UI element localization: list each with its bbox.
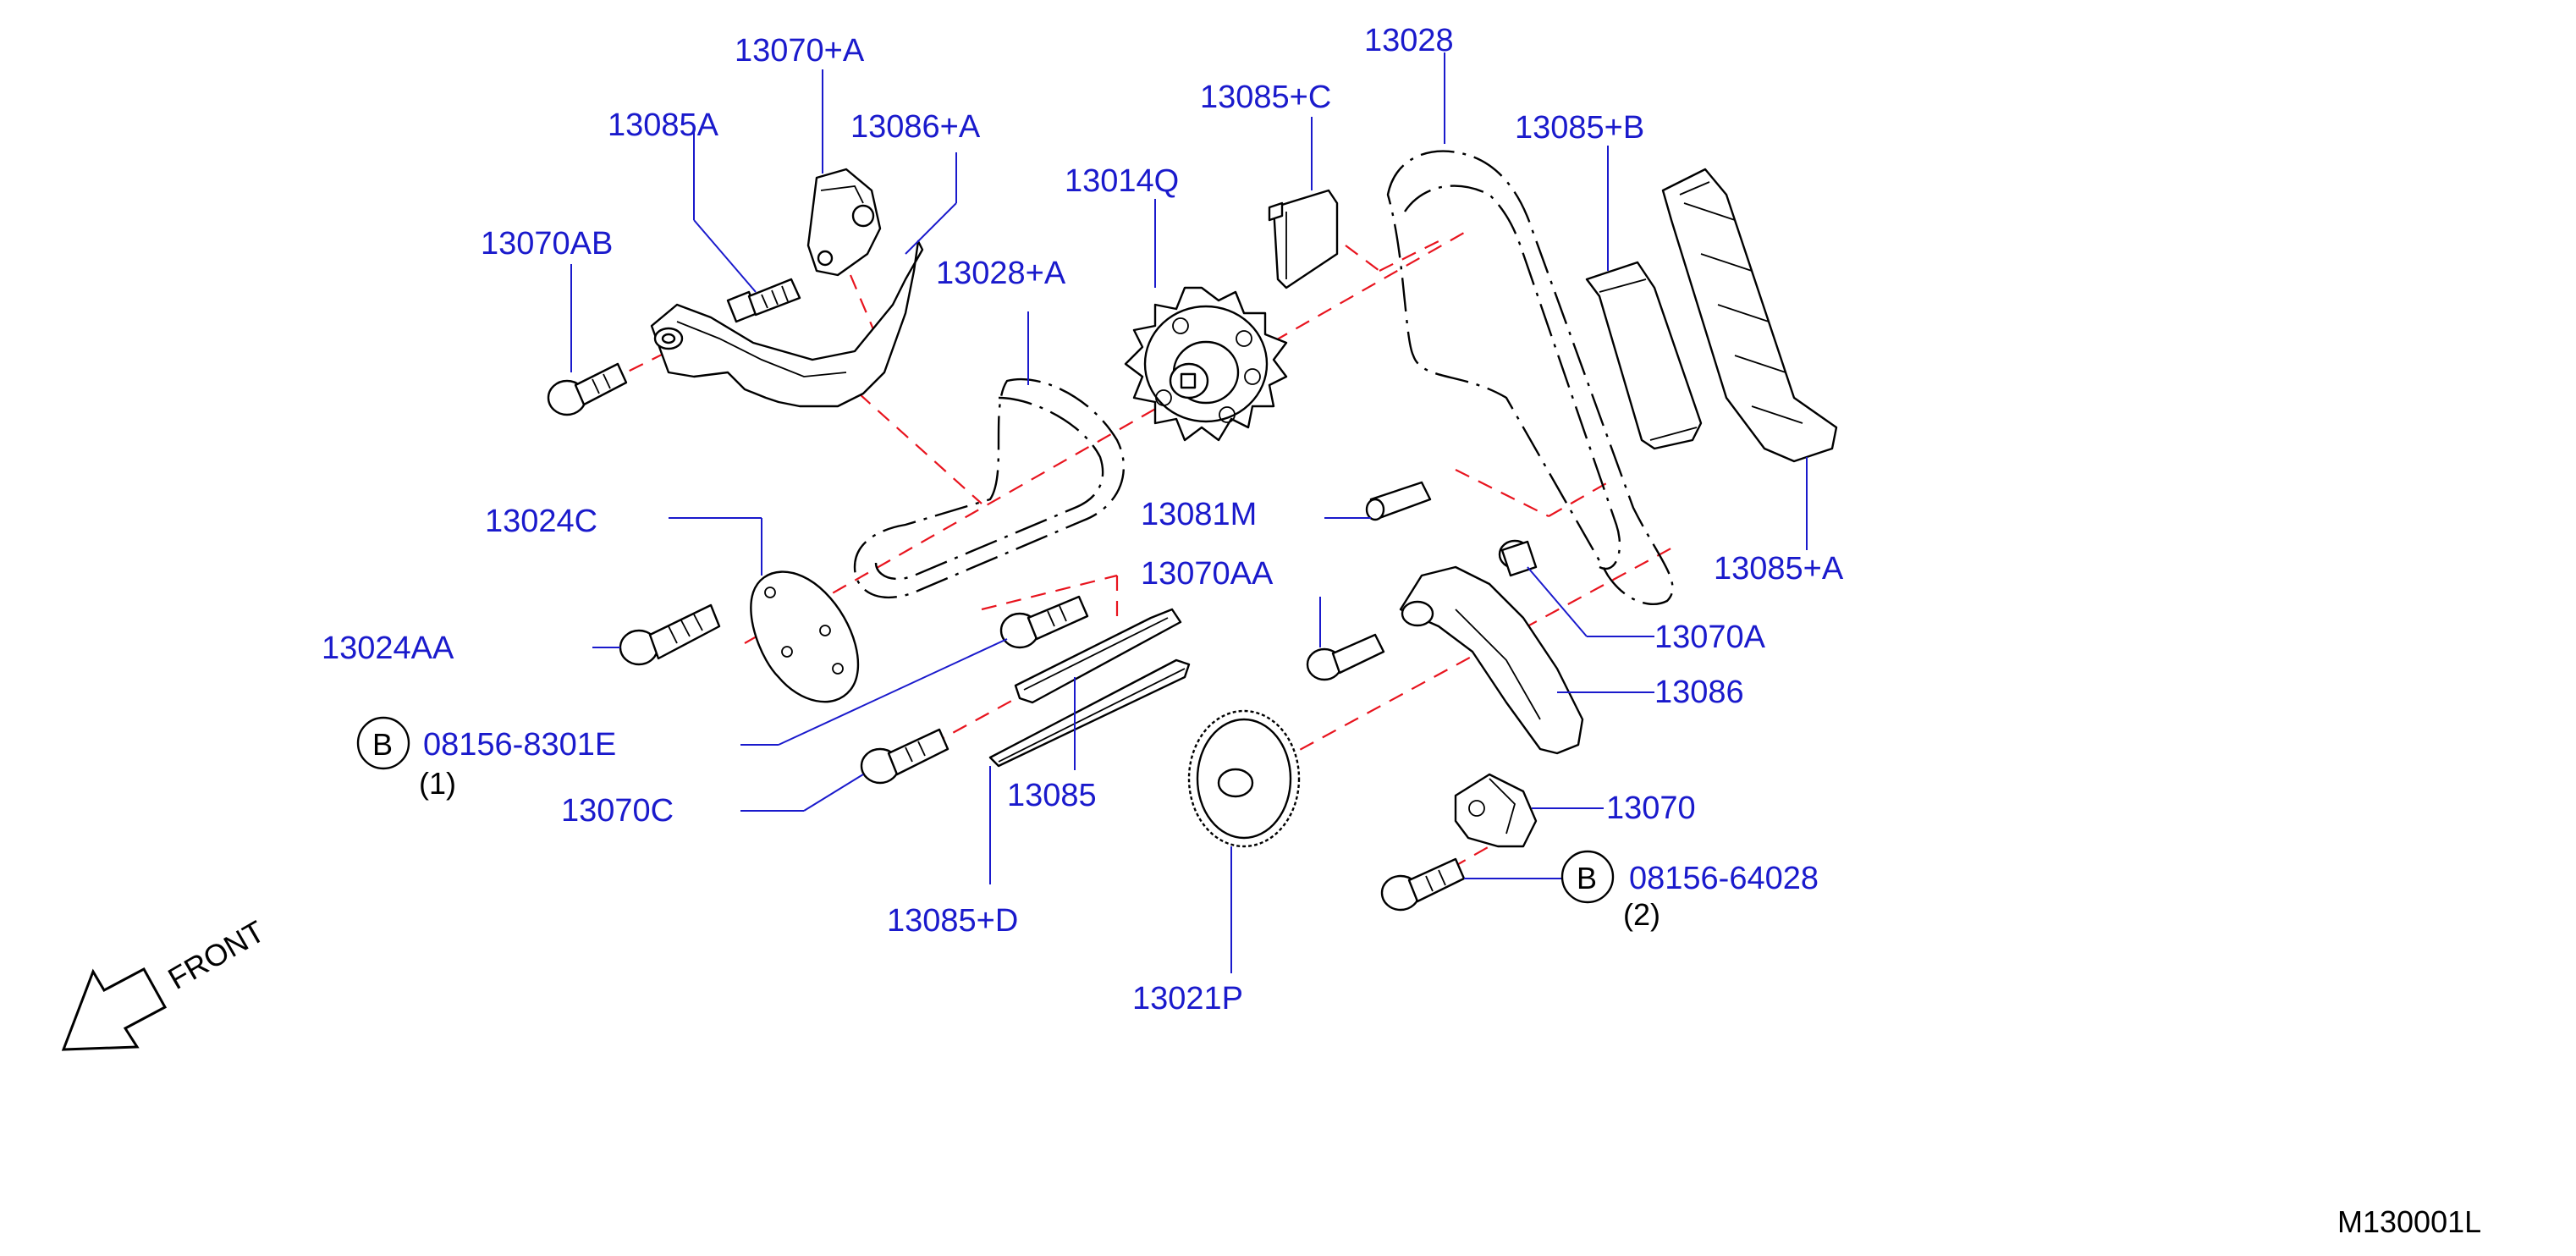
label-13070-A[interactable]: 13070+A [735,33,865,69]
bolt-13085A[interactable] [726,278,801,323]
bolt-13024AA[interactable] [619,603,721,666]
bolt-marker-2: B [1560,850,1615,904]
tensioner-13070[interactable] [1454,773,1538,848]
guide-13085[interactable] [1014,608,1182,704]
bolt-08156-64028[interactable] [1380,857,1466,912]
guide-13085-A[interactable] [1661,168,1838,463]
front-arrow-icon: FRONT [61,913,271,1051]
plate-13024C[interactable] [750,570,860,703]
guide-13085-B[interactable] [1585,261,1703,450]
leader-lines [570,52,1808,973]
label-13085-C[interactable]: 13085+C [1200,80,1331,115]
label-13014Q[interactable]: 13014Q [1065,163,1179,199]
front-label: FRONT [162,913,271,996]
drawing-code: M130001L [2337,1204,2481,1239]
label-13085[interactable]: 13085 [1007,778,1097,813]
label-13024AA[interactable]: 13024AA [322,631,454,666]
label-13024C[interactable]: 13024C [485,504,597,539]
bolt-13070C[interactable] [860,728,949,785]
crank-gear-13021P[interactable] [1187,709,1301,848]
assembly-axes [583,232,1676,881]
pin-13081M[interactable] [1365,481,1432,521]
label-13070C[interactable]: 13070C [561,793,674,829]
guide-13085-D[interactable] [988,658,1191,768]
sprocket-13014Q[interactable] [1124,286,1288,442]
guide-13085-C[interactable] [1268,189,1339,289]
label-08156-64028[interactable]: 08156-64028 [1629,861,1819,896]
svg-text:B: B [372,727,393,762]
label-13070[interactable]: 13070 [1606,791,1696,826]
chain-13028-A[interactable] [853,377,1126,599]
tensioner-arm-13086[interactable] [1399,565,1584,755]
bolt-08156-8301E[interactable] [999,595,1089,649]
label-13021P[interactable]: 13021P [1132,981,1243,1016]
qty-08156-8301E: (1) [419,766,456,801]
part-labels: 13070+A 13085A 13086+A 13070AB 13014Q 13… [322,23,1844,1016]
label-13085-D[interactable]: 13085+D [887,903,1018,939]
bolt-13070A[interactable] [1498,539,1538,577]
label-13028-A[interactable]: 13028+A [936,256,1066,291]
label-13070AA[interactable]: 13070AA [1141,556,1274,592]
label-13086-A[interactable]: 13086+A [850,109,981,145]
bolt-13070AA[interactable] [1306,633,1385,681]
svg-text:B: B [1577,861,1597,895]
label-13086[interactable]: 13086 [1654,675,1744,710]
qty-08156-64028: (2) [1623,897,1660,932]
label-13085-B[interactable]: 13085+B [1515,110,1644,146]
label-13085A[interactable]: 13085A [608,107,719,143]
label-13081M[interactable]: 13081M [1141,497,1257,532]
label-13070AB[interactable]: 13070AB [481,226,613,262]
label-13085-A[interactable]: 13085+A [1714,551,1844,587]
label-13028[interactable]: 13028 [1364,23,1454,58]
label-13070A[interactable]: 13070A [1654,620,1766,655]
chain-13028[interactable] [1386,150,1674,605]
upper-tensioner[interactable] [806,168,882,277]
bolt-marker-1: B [356,716,410,770]
label-08156-8301E[interactable]: 08156-8301E [423,727,616,763]
upper-tensioner-arm[interactable] [650,240,924,408]
bolt-13070AB[interactable] [547,362,628,416]
